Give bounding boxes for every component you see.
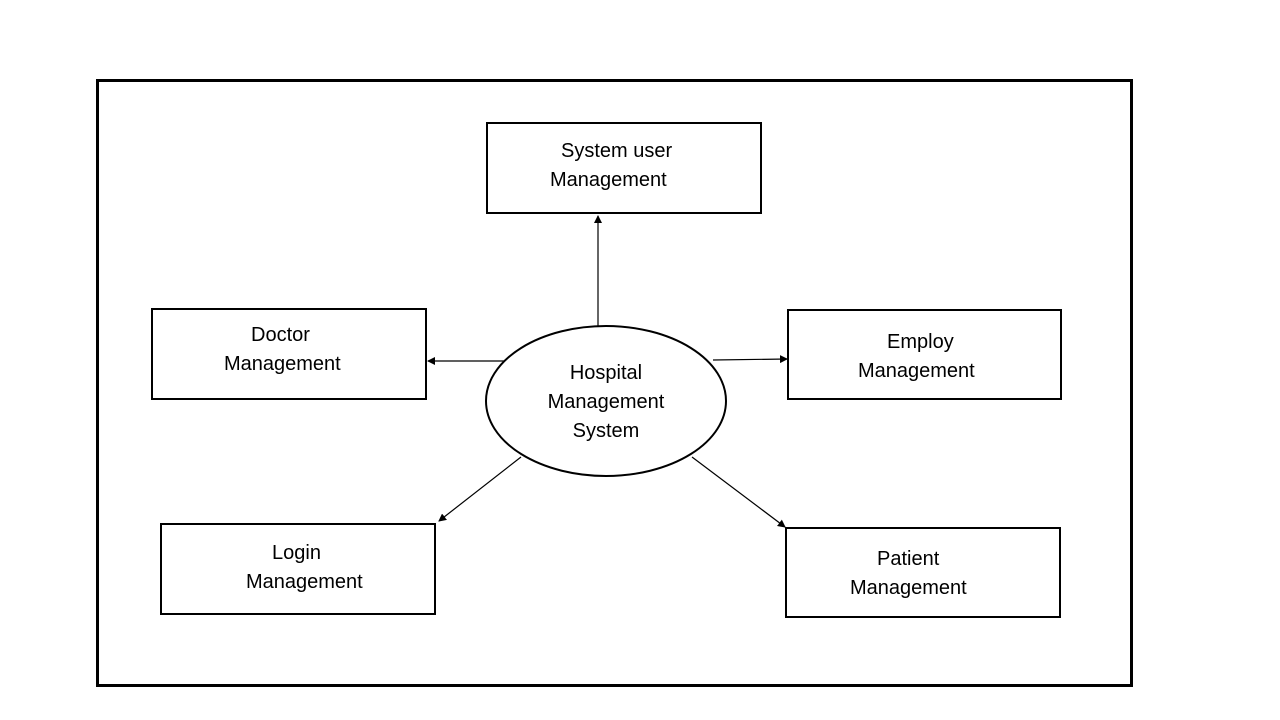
center-line-2: Management xyxy=(547,391,665,413)
employ-management-box: Employ Management xyxy=(787,309,1062,400)
arrow-to-employ xyxy=(712,355,788,364)
system-user-line-1: System user xyxy=(561,140,673,162)
system-user-line-2: Management xyxy=(550,169,667,191)
doctor-line-2: Management xyxy=(224,353,341,375)
arrow-to-login xyxy=(438,456,522,522)
patient-line-2: Management xyxy=(850,577,967,599)
login-management-box: Login Management xyxy=(160,523,436,615)
login-line-1: Login xyxy=(272,542,321,564)
hospital-system-label: Hospital Management System xyxy=(487,359,725,446)
doctor-line-1: Doctor xyxy=(251,324,310,346)
center-line-1: Hospital xyxy=(569,362,643,384)
diagram-frame xyxy=(96,79,1133,687)
system-user-management-box: System user Management xyxy=(486,122,762,214)
employ-line-2: Management xyxy=(858,360,975,382)
login-line-2: Management xyxy=(246,571,363,593)
doctor-management-box: Doctor Management xyxy=(151,308,427,400)
employ-line-1: Employ xyxy=(887,331,954,353)
hospital-system-ellipse xyxy=(485,325,727,477)
patient-line-1: Patient xyxy=(877,548,940,570)
center-line-3: System xyxy=(572,420,640,442)
patient-management-box: Patient Management xyxy=(785,527,1061,618)
arrow-to-patient xyxy=(691,456,786,528)
